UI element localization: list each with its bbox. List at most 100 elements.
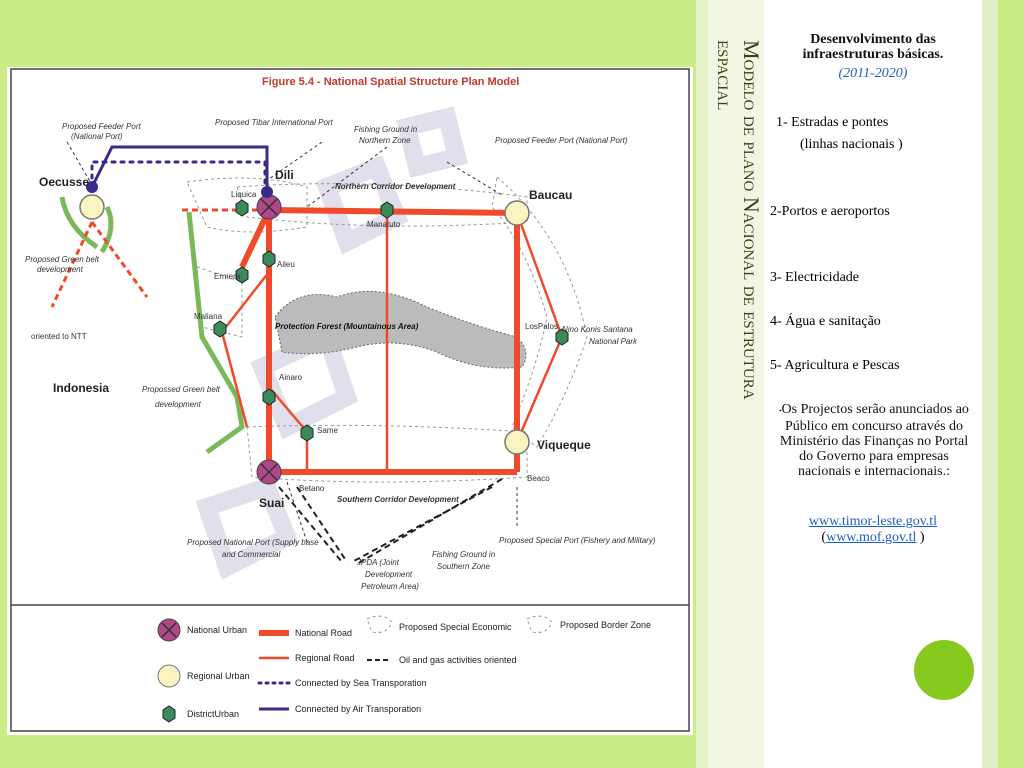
label-green-belt-west: Proposed Green belt (25, 255, 100, 264)
paren-close: ) (916, 530, 925, 545)
decor-stripe (982, 0, 998, 768)
figure-title: Figure 5.4 - National Spatial Structure … (262, 76, 519, 88)
label-aileu: Aileu (277, 260, 295, 269)
slide-title-line1: Modelo de plano Nacional de estrutura (739, 40, 764, 400)
label-southern-corridor: Southern Corridor Development (337, 495, 459, 504)
label-nino-konis: National Park (589, 337, 638, 346)
legend-regional-urban: Regional Urban (187, 671, 250, 681)
label-viqueque: Viqueque (537, 438, 591, 452)
label-nino-konis: Nino Konis Santana (562, 325, 633, 334)
heading: Desenvolvimento das infraestruturas bási… (764, 32, 982, 62)
decorative-circle (914, 640, 974, 700)
map-figure: Figure 5.4 - National Spatial Structure … (7, 67, 693, 735)
sea-connection (90, 160, 267, 189)
label-jpda: JPDA (Joint (356, 558, 400, 567)
regional-urban-markers (79, 194, 530, 455)
label-jpda: Development (365, 570, 413, 579)
paren-open: ( (821, 530, 827, 545)
oecusse-arrow (50, 221, 94, 308)
item-electricity: 3- Electricidade (770, 270, 860, 285)
bullet: • (779, 407, 782, 415)
label-oecusse: Oecusse (39, 175, 89, 189)
label-green-belt-south: Propossed Green belt (142, 385, 221, 394)
decor-stripe (696, 0, 708, 768)
leader-lines (66, 141, 518, 543)
item-water: 4- Água e sanitação (770, 314, 881, 329)
label-ermera: Ermera (214, 272, 241, 281)
label-manatuto: Manatuto (367, 220, 401, 229)
heading-line1: Desenvolvimento das (810, 32, 936, 47)
legend-regional-road: Regional Road (295, 653, 355, 663)
legend: National Urban Regional Urban DistrictUr… (157, 615, 651, 723)
label-fishing-north: Northern Zone (359, 136, 411, 145)
legend-special-economic-icon (366, 615, 393, 633)
item-roads-sub: (linhas nacionais ) (800, 137, 903, 152)
note-text: Os Projectos serão anunciados ao Público… (779, 402, 969, 479)
link-timor[interactable]: www.timor-leste.gov.tl (808, 514, 938, 529)
legend-regional-urban-icon (157, 664, 181, 688)
label-fishing-north: Fishing Ground in (354, 125, 418, 134)
label-ainaro: Ainaro (279, 373, 303, 382)
label-oriented-ntt: oriented to NTT (31, 332, 87, 341)
port-dot (86, 181, 98, 193)
label-special-port: Proposed Special Port (Fishery and Milit… (499, 536, 656, 545)
label-national-port-suai: Proposed National Port (Supply base (187, 538, 319, 547)
legend-air: Connected by Air Transporation (295, 704, 421, 714)
green-belt-oecusse (99, 205, 114, 254)
label-jpda: Petroleum Area) (361, 582, 419, 591)
item-ports: 2-Portos e aeroportos (770, 204, 890, 219)
label-tibar: Proposed Tibar International Port (215, 118, 334, 127)
legend-national-road: National Road (295, 628, 352, 638)
label-national-port-suai: and Commercial (222, 550, 280, 559)
legend-border-zone-icon (526, 615, 553, 633)
link-mof[interactable]: www.mof.gov.tl (826, 530, 917, 545)
label-dili: Dili (275, 168, 294, 182)
legend-national-urban: National Urban (187, 625, 247, 635)
label-maliana: Maliana (194, 312, 223, 321)
legend-oil-gas: Oil and gas activities oriented (399, 655, 517, 665)
legend-border-zone: Proposed Border Zone (560, 620, 651, 630)
legend-sea: Connected by Sea Transporation (295, 678, 427, 688)
decor-stripe (998, 0, 1024, 768)
links: www.timor-leste.gov.tl (www.mof.gov.tl ) (764, 514, 982, 546)
item-roads: 1- Estradas e pontes (776, 115, 889, 130)
label-los-palos: LosPalos (525, 322, 558, 331)
label-fishing-south: Southern Zone (437, 562, 490, 571)
label-green-belt-south: development (155, 400, 202, 409)
label-same: Same (317, 426, 338, 435)
label-suai: Suai (259, 496, 284, 510)
note: •Os Projectos serão anunciados ao Públic… (774, 402, 974, 479)
national-urban-markers (256, 194, 282, 485)
port-dot (261, 186, 273, 198)
label-baucau: Baucau (529, 188, 572, 202)
years: (2011-2020) (838, 66, 908, 81)
map-svg: Figure 5.4 - National Spatial Structure … (10, 68, 690, 732)
label-liquica: Liquica (231, 190, 257, 199)
label-feeder-port: (National Port) (71, 132, 123, 141)
label-beaco: Beaco (527, 474, 550, 483)
label-northern-corridor: Northern Corridor Development (335, 182, 456, 191)
item-agriculture: 5- Agricultura e Pescas (770, 358, 900, 373)
label-feeder-baucau: Proposed Feeder Port (National Port) (495, 136, 628, 145)
label-protection-forest: Protection Forest (Mountainous Area) (275, 322, 419, 331)
label-indonesia: Indonesia (53, 381, 109, 395)
special-economic-zones (186, 176, 588, 483)
legend-district-urban: DistrictUrban (187, 709, 239, 719)
oecusse-arrow (90, 221, 149, 298)
heading-line2: infraestruturas básicas. (802, 47, 944, 62)
label-fishing-south: Fishing Ground in (432, 550, 496, 559)
label-green-belt-west: development (37, 265, 84, 274)
text-content: Desenvolvimento das infraestruturas bási… (764, 32, 982, 82)
label-feeder-port: Proposed Feeder Port (62, 122, 141, 131)
legend-special-economic: Proposed Special Economic (399, 622, 512, 632)
title-band (708, 0, 764, 768)
oil-gas-arrows (278, 478, 503, 565)
green-belt-oecusse (59, 196, 99, 250)
district-urban-markers (213, 199, 569, 442)
air-connection (90, 145, 269, 192)
legend-district-urban-icon (162, 705, 176, 723)
slide-title: Modelo de plano Nacional de estrutura es… (708, 0, 764, 768)
green-belt-border (186, 211, 245, 455)
slide-title-line2: espacial (713, 40, 738, 111)
protection-forest (274, 290, 527, 369)
